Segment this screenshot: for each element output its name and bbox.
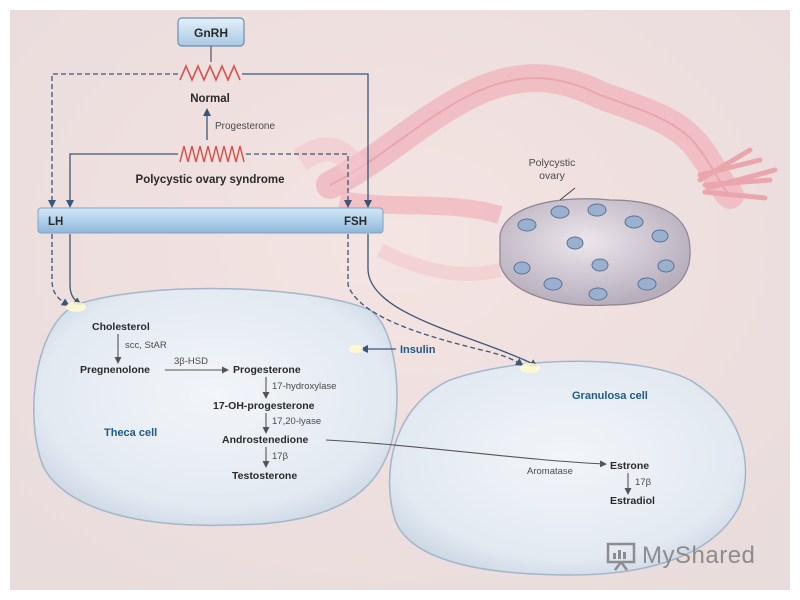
granulosa-cell-label: Granulosa cell: [572, 390, 648, 402]
lh-label: LH: [48, 216, 63, 228]
hydroxylase-label: 17-hydroxylase: [272, 381, 336, 392]
myshared-watermark: MyShared: [606, 536, 776, 576]
oh-progesterone-label: 17-OH-progesterone: [213, 400, 315, 412]
pcos-label: Polycystic ovary syndrome: [136, 174, 285, 186]
fsh-receptor-glow: [520, 363, 540, 373]
lh-to-theca-dashed-arrow: [51, 234, 70, 307]
normal-to-lh-arrow: [48, 73, 178, 208]
aromatase-arrow: [325, 439, 607, 468]
beta-hsd-label: 3β-HSD: [174, 356, 208, 367]
presentation-chart-icon: [606, 541, 636, 571]
progesterone-label: Progesterone: [233, 364, 301, 376]
insulin-label: Insulin: [400, 344, 436, 356]
normal-pulse-wave: [179, 63, 241, 83]
myshared-brand-text: MyShared: [642, 542, 756, 569]
cholesterol-label: Cholesterol: [92, 321, 150, 333]
beta17-theca-label: 17β: [272, 451, 289, 462]
beta17-granulosa-label: 17β: [635, 477, 652, 488]
pcos-to-lh-arrow: [66, 153, 178, 208]
fsh-to-granulosa-solid-arrow: [367, 234, 538, 368]
androstenedione-label: Androstenedione: [222, 434, 308, 446]
insulin-receptor-glow: [349, 345, 363, 353]
polycystic-ovary-label-2: ovary: [539, 170, 565, 182]
pcos-pulse-wave: [179, 145, 245, 163]
progesterone-feedback-label: Progesterone: [215, 121, 275, 132]
estrone-label: Estrone: [610, 460, 649, 472]
fallopian-tube: [293, 64, 778, 281]
polycystic-ovary: [499, 187, 691, 307]
aromatase-label: Aromatase: [527, 466, 573, 477]
theca-cell-label: Theca cell: [104, 427, 157, 439]
theca-cell: [33, 287, 398, 527]
fsh-to-granulosa-dashed-arrow: [347, 234, 524, 367]
polycystic-ovary-label-1: Polycystic: [529, 157, 576, 169]
scc-star-label: scc, StAR: [125, 340, 167, 351]
lh-fsh-bar: [37, 207, 384, 234]
normal-label: Normal: [190, 93, 230, 105]
lh-receptor-glow: [66, 302, 86, 312]
granulosa-cell: [388, 360, 747, 576]
normal-to-fsh-arrow: [242, 73, 372, 208]
estradiol-label: Estradiol: [610, 495, 655, 507]
gnrh-label: GnRH: [194, 26, 228, 40]
pcos-to-fsh-arrow: [246, 153, 352, 208]
fsh-label: FSH: [344, 216, 367, 228]
testosterone-label: Testosterone: [232, 470, 297, 482]
lyase-label: 17,20-lyase: [272, 416, 321, 427]
pregnenolone-label: Pregnenolone: [80, 364, 150, 376]
